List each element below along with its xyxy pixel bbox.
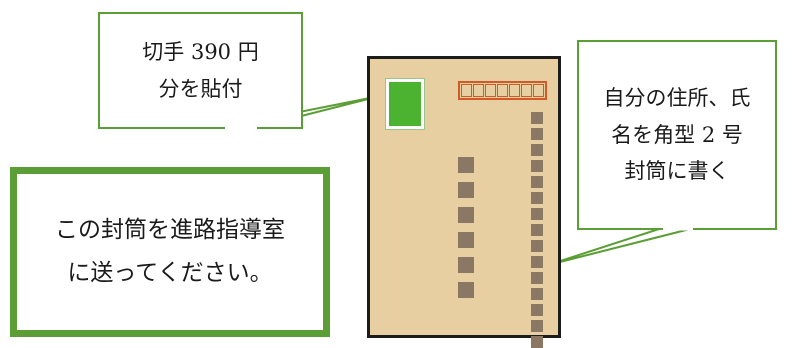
stamp-note-line: 分を貼付 bbox=[158, 76, 243, 101]
stamp-callout: 切手 390 円 分を貼付 bbox=[98, 12, 303, 129]
address-note-line: 封筒に書く bbox=[624, 159, 730, 184]
envelope bbox=[367, 56, 561, 348]
postal-code-boxes bbox=[458, 81, 547, 100]
sender-address-placeholder bbox=[531, 112, 543, 348]
address-note-line: 自分の住所、氏 bbox=[603, 85, 751, 110]
stamp-note-line: 切手 390 円 bbox=[142, 39, 259, 64]
address-callout: 自分の住所、氏 名を角型 2 号 封筒に書く bbox=[577, 40, 777, 230]
instruction-line: に送ってください。 bbox=[67, 260, 273, 286]
instruction-line: この封筒を進路指導室 bbox=[55, 217, 285, 244]
instruction-box: この封筒を進路指導室 に送ってください。 bbox=[10, 167, 330, 337]
recipient-address-placeholder bbox=[458, 157, 474, 298]
address-note-line: 名を角型 2 号 bbox=[611, 122, 743, 147]
stamp-icon bbox=[385, 78, 425, 130]
